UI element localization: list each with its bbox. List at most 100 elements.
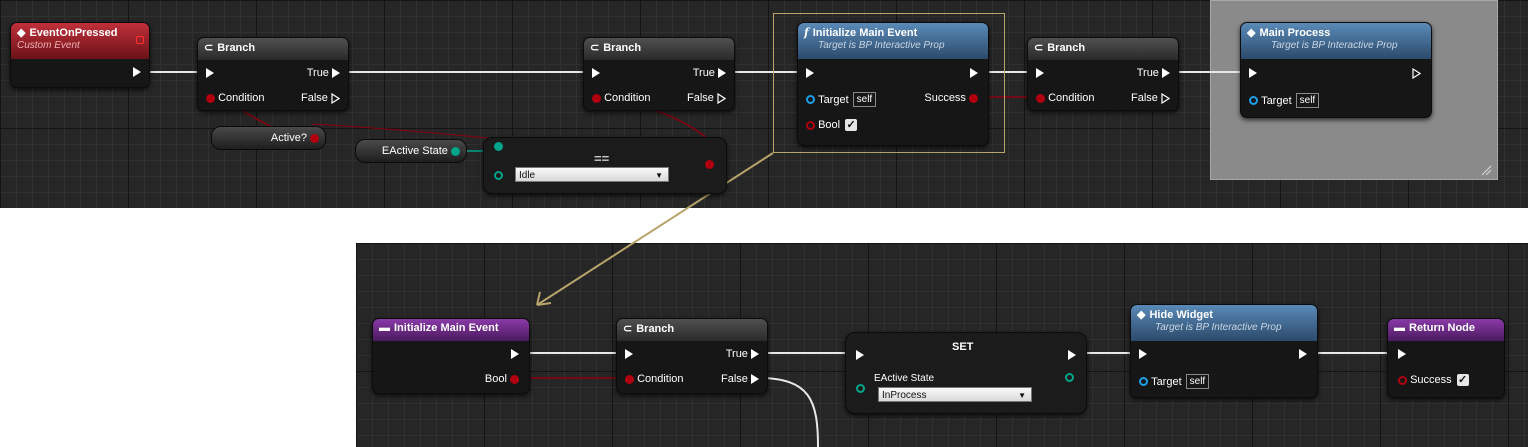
branch-title: Branch [217, 42, 256, 54]
return-icon: ▬ [1394, 322, 1405, 334]
equal-enum-node[interactable]: == Idle ▼ [483, 137, 727, 194]
branch-node-1[interactable]: ⊂Branch True Condition False [197, 37, 349, 111]
condition-pin[interactable] [592, 93, 601, 103]
entry-title: Initialize Main Event [394, 322, 499, 334]
eactive-state-label: EActive State [874, 373, 935, 384]
condition-label: Condition [1048, 92, 1095, 104]
branch-node-bottom[interactable]: ⊂Branch True Condition False [616, 318, 768, 394]
exec-in-pin[interactable] [856, 350, 864, 360]
eactive-state-label: EActive State [381, 145, 448, 157]
false-label: False [1131, 92, 1158, 104]
entry-header: ▬Initialize Main Event [373, 319, 529, 341]
false-label: False [301, 92, 328, 104]
event-on-pressed-node[interactable]: ◆EventOnPressed Custom Event [10, 22, 150, 88]
equal-out-pin[interactable] [705, 160, 714, 169]
bool-label: Bool [484, 373, 507, 385]
self-field[interactable]: self [1295, 93, 1320, 108]
chevron-down-icon: ▼ [655, 171, 663, 180]
false-exec-pin[interactable] [751, 374, 759, 384]
hide-widget-title: Hide Widget [1149, 309, 1213, 321]
true-exec-pin[interactable] [1162, 68, 1170, 78]
exec-in-pin[interactable] [1398, 349, 1406, 359]
resize-grip-icon[interactable] [1480, 164, 1492, 176]
target-pin[interactable] [1249, 96, 1258, 105]
exec-in-pin[interactable] [1139, 349, 1147, 359]
exec-in-pin[interactable] [592, 68, 600, 78]
enum-out-pin[interactable] [451, 146, 460, 156]
false-exec-pin[interactable] [1161, 92, 1170, 104]
target-pin[interactable] [806, 95, 815, 104]
event-icon: ◆ [1247, 27, 1256, 39]
active-out-pin[interactable] [310, 133, 319, 143]
exec-in-pin[interactable] [625, 349, 633, 359]
hide-widget-node[interactable]: ◆Hide Widget Target is BP Interactive Pr… [1130, 304, 1318, 398]
false-exec-pin[interactable] [717, 92, 726, 104]
branch-node-2[interactable]: ⊂Branch True Condition False [583, 37, 735, 111]
target-pin[interactable] [1139, 377, 1148, 386]
exec-in-pin[interactable] [206, 68, 214, 78]
exec-out-pin[interactable] [1412, 68, 1421, 79]
condition-pin[interactable] [1036, 93, 1045, 103]
set-variable-node[interactable]: SET EActive State InProcess▼ [845, 332, 1087, 414]
exec-in-pin[interactable] [1249, 68, 1257, 78]
active-label: Active? [270, 132, 307, 144]
main-process-node[interactable]: ◆Main Process Target is BP Interactive P… [1240, 22, 1432, 118]
false-exec-pin[interactable] [331, 92, 340, 104]
true-exec-pin[interactable] [718, 68, 726, 78]
exec-out-pin[interactable] [511, 349, 519, 359]
success-out-pin[interactable] [969, 93, 978, 103]
true-label: True [1136, 67, 1159, 79]
bool-pin[interactable] [806, 120, 815, 130]
enum-in-pin[interactable] [856, 384, 865, 393]
return-title: Return Node [1409, 322, 1475, 334]
function-title: Initialize Main Event [812, 27, 918, 39]
equal-b-pin[interactable] [494, 171, 503, 180]
selection-outline [773, 13, 1005, 153]
function-icon: f [804, 26, 809, 39]
success-checkbox[interactable]: ✓ [1456, 374, 1469, 386]
event-header: ◆EventOnPressed Custom Event [11, 23, 149, 59]
enum-out-pin[interactable] [1065, 373, 1074, 382]
exec-out-pin[interactable] [970, 68, 978, 78]
branch-node-3[interactable]: ⊂Branch True Condition False [1027, 37, 1179, 111]
exec-out-pin[interactable] [133, 67, 141, 77]
chevron-down-icon: ▼ [1018, 391, 1026, 400]
condition-pin[interactable] [206, 93, 215, 103]
success-label: Success [1410, 374, 1452, 386]
delegate-pin-icon[interactable] [136, 36, 144, 44]
branch-title: Branch [603, 42, 642, 54]
self-field[interactable]: self [852, 92, 877, 107]
branch-icon: ⊂ [204, 42, 214, 54]
bool-out-pin[interactable] [510, 374, 519, 384]
true-label: True [692, 67, 715, 79]
eactive-state-variable-node[interactable]: EActive State [355, 139, 467, 163]
self-field[interactable]: self [1185, 374, 1210, 389]
branch-icon: ⊂ [623, 323, 633, 335]
exec-in-pin[interactable] [806, 68, 814, 78]
branch-header: ⊂Branch [617, 319, 767, 341]
initialize-main-event-entry-node[interactable]: ▬Initialize Main Event Bool [372, 318, 530, 394]
true-exec-pin[interactable] [332, 68, 340, 78]
success-in-pin[interactable] [1398, 375, 1407, 385]
true-exec-pin[interactable] [751, 349, 759, 359]
main-process-header: ◆Main Process Target is BP Interactive P… [1241, 23, 1431, 59]
condition-pin[interactable] [625, 374, 634, 384]
exec-in-pin[interactable] [1036, 68, 1044, 78]
branch-icon: ⊂ [1034, 42, 1044, 54]
bool-checkbox[interactable]: ✓ [845, 119, 858, 131]
idle-value: Idle [519, 170, 536, 181]
true-label: True [306, 67, 329, 79]
return-node[interactable]: ▬ Return Node Success ✓ [1387, 318, 1505, 398]
branch-header: ⊂Branch [198, 38, 348, 60]
equals-operator: == [594, 151, 610, 166]
event-icon: ◆ [17, 27, 26, 39]
target-label: Target [1151, 375, 1182, 388]
exec-out-pin[interactable] [1068, 350, 1076, 360]
exec-out-pin[interactable] [1299, 349, 1307, 359]
active-variable-node[interactable]: Active? [211, 126, 326, 150]
idle-dropdown[interactable]: Idle ▼ [515, 167, 669, 182]
equal-a-pin[interactable] [494, 142, 503, 151]
inprocess-dropdown[interactable]: InProcess▼ [878, 387, 1032, 402]
